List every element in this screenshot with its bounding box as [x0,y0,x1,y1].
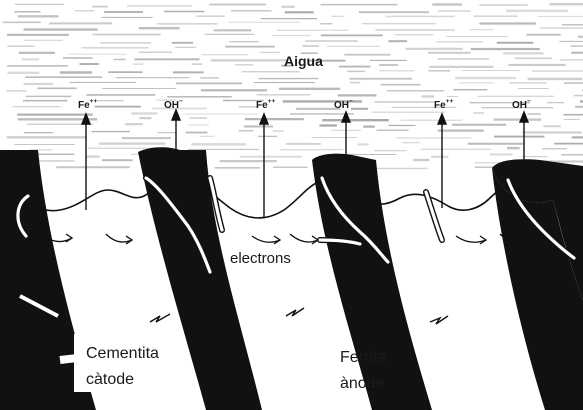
ion-label-oh-2: OH− [334,98,353,111]
water-label: Aigua [284,53,323,69]
ion-label-fe-2: Fe++ [256,98,275,111]
electron-flow-arrows [44,234,520,244]
cathode-label: càtode [86,371,134,388]
ion-label-oh-3: OH− [512,98,531,111]
ion-label-fe-3: Fe++ [434,98,453,111]
cementite-label: Cementita [86,345,159,362]
ion-label-fe-1: Fe++ [78,98,97,111]
anode-label: ànode [340,375,385,392]
water-region [2,4,583,168]
electrons-label: electrons [230,250,291,267]
ferrite-label: Ferrita [340,349,386,366]
